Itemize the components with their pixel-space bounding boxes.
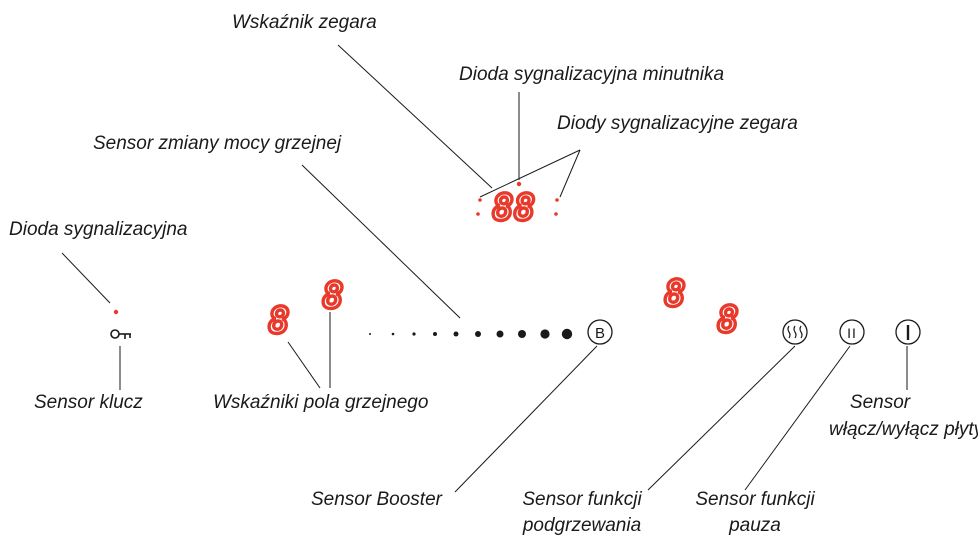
label-booster-sensor: Sensor Booster xyxy=(311,489,442,510)
label-timer-led: Dioda sygnalizacyjna minutnika xyxy=(459,64,725,85)
power-button[interactable] xyxy=(895,319,921,345)
pause-button[interactable]: II xyxy=(839,319,865,345)
heat-waves-icon xyxy=(787,325,803,339)
label-clock-indicator: Wskaźnik zegara xyxy=(232,12,377,33)
leader-clock-led-right xyxy=(559,149,581,198)
right-zone-indicators: 8 8 xyxy=(662,272,740,342)
clock-display: 88 xyxy=(476,181,559,231)
label-onoff-sensor-line1: Sensor xyxy=(849,392,911,413)
leader-clock-led-left xyxy=(479,149,581,198)
leader-signal-led xyxy=(61,252,111,304)
booster-button[interactable]: B xyxy=(587,319,613,345)
slider-dot-4[interactable] xyxy=(433,332,437,336)
slider-dot-1[interactable] xyxy=(369,333,371,335)
slider-dot-6[interactable] xyxy=(475,331,481,337)
slider-dot-3[interactable] xyxy=(412,332,416,336)
label-power-slider: Sensor zmiany mocy grzejnej xyxy=(93,133,342,154)
leader-zone-left-low xyxy=(287,341,321,389)
leader-lines xyxy=(61,44,908,493)
label-signal-led: Dioda sygnalizacyjna xyxy=(9,219,188,240)
zone-indicator-right-low: 8 xyxy=(717,300,739,341)
clock-led-right-lower xyxy=(554,212,558,216)
leader-power-slider xyxy=(301,164,461,319)
slider-dot-10[interactable] xyxy=(561,328,573,340)
slider-dot-5[interactable] xyxy=(453,331,459,337)
label-onoff-sensor-line2: włącz/wyłącz płyty xyxy=(829,419,978,440)
label-zone-indicators: Wskaźniki pola grzejnego xyxy=(213,392,429,413)
label-warming-sensor-line1: Sensor funkcji xyxy=(522,489,642,510)
left-zone-indicators: 8 8 xyxy=(266,274,345,343)
leader-pause xyxy=(744,345,851,491)
label-key-sensor: Sensor klucz xyxy=(34,392,143,413)
slider-dot-2[interactable] xyxy=(391,332,395,336)
zone-indicator-left-high: 8 xyxy=(322,276,344,317)
leader-clock-indicator xyxy=(337,44,493,189)
zone-indicator-right-high: 8 xyxy=(664,274,686,315)
booster-button-label: B xyxy=(595,325,605,342)
slider-dot-9[interactable] xyxy=(540,329,550,339)
pause-button-label: II xyxy=(847,325,857,341)
leader-booster xyxy=(454,345,598,493)
pause-button-ring[interactable] xyxy=(839,319,865,345)
key-sensor-group xyxy=(110,309,131,339)
label-clock-leds: Diody sygnalizacyjne zegara xyxy=(557,113,798,134)
clock-led-left-upper xyxy=(478,198,482,202)
clock-led-right-upper xyxy=(555,198,559,202)
clock-led-left-lower xyxy=(476,212,480,216)
warming-button[interactable] xyxy=(782,319,808,345)
key-icon[interactable] xyxy=(110,329,131,339)
label-pause-sensor-line2: pauza xyxy=(729,515,781,536)
timer-led xyxy=(516,181,522,187)
slider-dot-7[interactable] xyxy=(496,330,504,338)
signal-led xyxy=(113,309,119,315)
power-slider[interactable] xyxy=(369,328,573,340)
label-pause-sensor-line1: Sensor funkcji xyxy=(695,489,815,510)
booster-button-ring[interactable] xyxy=(587,319,613,345)
slider-dot-8[interactable] xyxy=(518,330,526,338)
zone-indicator-left-low: 8 xyxy=(268,301,290,342)
clock-digits: 88 xyxy=(492,188,535,229)
leader-warming xyxy=(647,345,796,491)
label-warming-sensor-line2: podgrzewania xyxy=(522,515,642,536)
